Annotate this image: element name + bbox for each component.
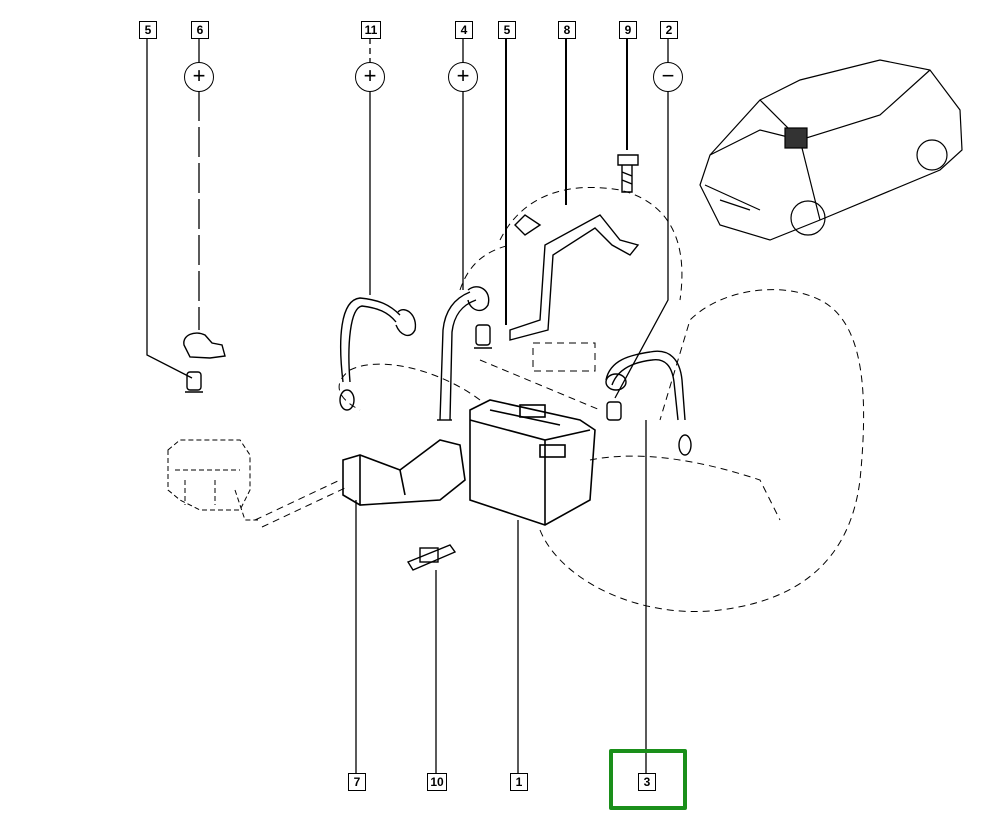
callout-5-fuse-terminal-left[interactable]: 5 <box>139 21 157 39</box>
callout-9[interactable]: 9 <box>619 21 637 39</box>
callout-3-selected[interactable]: 3 <box>638 773 656 791</box>
negative-cable-2 <box>605 350 692 456</box>
positive-polarity-icon: + <box>448 62 478 92</box>
callout-8[interactable]: 8 <box>558 21 576 39</box>
battery-clamp-bracket-8 <box>509 214 640 341</box>
positive-cable-4 <box>437 286 490 421</box>
callout-6[interactable]: 6 <box>191 21 209 39</box>
positive-cable-11 <box>339 297 417 411</box>
positive-polarity-icon: + <box>355 62 385 92</box>
terminal-cover-7 <box>342 439 466 506</box>
fuse-terminal-left <box>183 332 226 393</box>
callout-2[interactable]: 2 <box>660 21 678 39</box>
selected-callout-highlight <box>609 749 687 810</box>
vehicle-location-thumbnail <box>699 59 963 241</box>
battery-1 <box>469 399 596 526</box>
callout-10[interactable]: 10 <box>427 773 447 791</box>
negative-polarity-icon: − <box>653 62 683 92</box>
fuse-box-ghost <box>167 439 258 521</box>
callout-5-fuse-terminal-right[interactable]: 5 <box>498 21 516 39</box>
callout-7[interactable]: 7 <box>348 773 366 791</box>
fuse-10 <box>406 544 457 571</box>
leader-lines <box>146 38 669 773</box>
positive-polarity-icon: + <box>184 62 214 92</box>
fuse-terminal-right <box>474 324 492 349</box>
callout-4[interactable]: 4 <box>455 21 473 39</box>
callout-1[interactable]: 1 <box>510 773 528 791</box>
callout-11[interactable]: 11 <box>361 21 381 39</box>
engine-bay-outline <box>254 186 865 612</box>
bolt-9 <box>617 154 639 193</box>
